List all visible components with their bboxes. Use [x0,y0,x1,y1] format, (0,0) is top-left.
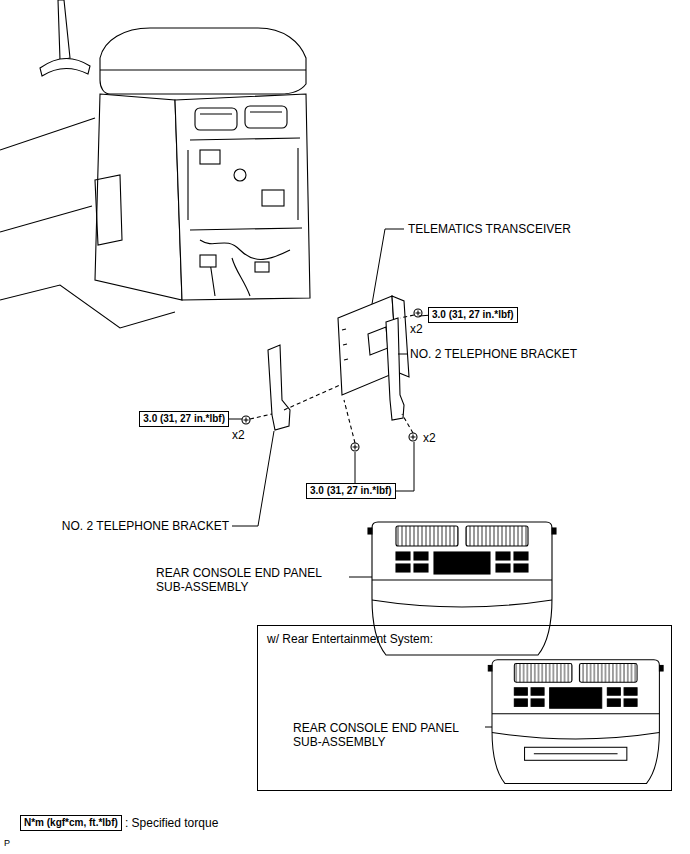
quantity-label: x2 [232,428,245,442]
part-name: REAR CONSOLE END PANEL SUB-ASSEMBLY [293,721,483,749]
sheet-code: P [4,838,10,849]
part-name: NO. 2 TELEPHONE BRACKET [62,519,229,533]
assembly-illustration [242,296,422,451]
legend-text: : Specified torque [125,816,218,830]
torque-spec-box: 3.0 (31, 27 in.*lbf) [139,411,229,427]
console-illustration [0,0,310,328]
variant-panel: w/ Rear Entertainment System: REAR CONSOL… [257,625,672,791]
part-name: NO. 2 TELEPHONE BRACKET [410,347,577,361]
part-name: REAR CONSOLE END PANEL SUB-ASSEMBLY [156,566,346,594]
part-name: TELEMATICS TRANSCEIVER [408,222,571,236]
quantity-label: x2 [423,431,436,445]
torque-spec-box: 3.0 (31, 27 in.*lbf) [428,307,518,323]
torque-spec-box: 3.0 (31, 27 in.*lbf) [306,483,396,499]
quantity-label: x2 [410,322,423,336]
legend-key: N*m (kgf*cm, ft.*lbf) [24,816,118,830]
panel-heading: w/ Rear Entertainment System: [267,632,433,646]
torque-value: 3.0 (31, 27 in.*lbf) [432,308,514,322]
torque-legend-box: N*m (kgf*cm, ft.*lbf) [20,815,122,831]
torque-value: 3.0 (31, 27 in.*lbf) [310,484,392,498]
end-panel-illustration [368,522,663,784]
torque-value: 3.0 (31, 27 in.*lbf) [143,412,225,426]
